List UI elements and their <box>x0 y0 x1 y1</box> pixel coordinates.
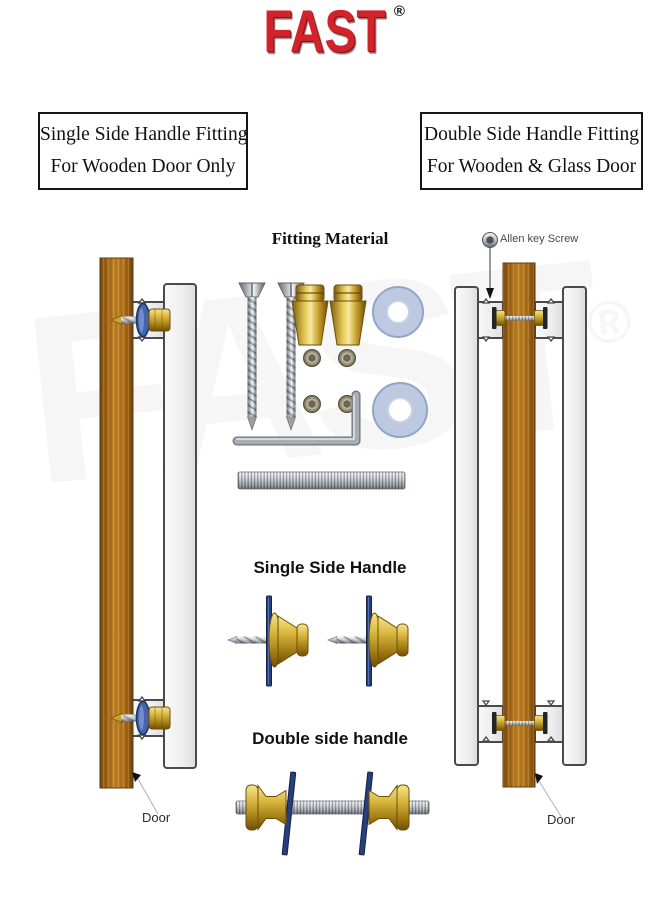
break-marks <box>137 297 147 741</box>
brand-logo-text: FAST <box>263 0 386 66</box>
allen-callout-arrow <box>486 248 494 299</box>
screw-fixing-top <box>109 302 171 338</box>
door-label-left: Door <box>142 810 171 825</box>
double-side-header-box: Double Side Handle Fitting For Wooden & … <box>420 112 643 190</box>
brass-standoff-left <box>245 783 287 832</box>
double-side-handle-title: Double side handle <box>252 729 408 748</box>
rubber-washer <box>372 382 428 438</box>
single-side-handle-title: Single Side Handle <box>253 558 407 577</box>
fitting-material-parts <box>232 282 428 490</box>
door-callout-arrow <box>535 773 563 819</box>
break-marks <box>481 297 556 742</box>
allen-key <box>232 390 361 446</box>
allen-key-screw-icon <box>482 232 498 248</box>
screw-and-standoff <box>327 595 409 687</box>
wood-screw <box>238 282 266 431</box>
double-side-door-illustration <box>454 232 587 819</box>
brass-standoff-right <box>368 783 410 832</box>
brass-standoff <box>329 284 367 346</box>
header-line: Double Side Handle Fitting <box>423 124 640 145</box>
handle-outline <box>131 283 197 769</box>
through-bolt-bottom <box>492 712 548 734</box>
grub-screws <box>303 349 356 413</box>
fitting-material-title: Fitting Material <box>271 229 389 248</box>
door-panel <box>502 262 536 788</box>
screw-fixing-bottom <box>109 700 171 736</box>
through-bolt-top <box>492 307 548 329</box>
single-side-header-box: Single Side Handle Fitting For Wooden Do… <box>38 112 248 190</box>
screw-and-standoff <box>227 595 309 687</box>
header-line: For Wooden & Glass Door <box>426 156 637 177</box>
header-line: For Wooden Door Only <box>50 156 236 177</box>
single-side-door-illustration <box>99 257 197 815</box>
registered-trademark-icon: ® <box>393 3 405 20</box>
single-side-handle-assembly <box>227 595 409 687</box>
brand-logo: FAST® <box>0 2 660 62</box>
rubber-washer <box>372 286 424 338</box>
double-side-handle-assembly <box>235 771 430 856</box>
brass-standoff <box>291 284 329 346</box>
door-callout-arrow <box>132 772 159 815</box>
door-panel <box>99 257 134 789</box>
door-label-right: Door <box>547 812 576 827</box>
allen-key-screw-label: Allen key Screw <box>500 233 579 245</box>
header-line: Single Side Handle Fitting <box>40 124 248 145</box>
threaded-rod <box>237 471 406 490</box>
